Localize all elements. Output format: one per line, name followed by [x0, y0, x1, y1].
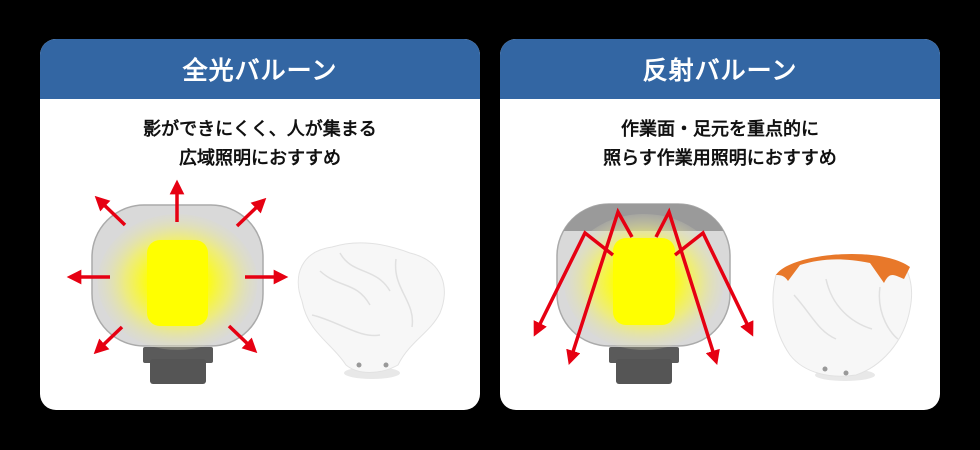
- all-light-balloon-card: 全光バルーン 影ができにくく、人が集まる 広域照明におすすめ: [40, 39, 480, 410]
- white-balloon-cover-photo-icon: [297, 242, 445, 379]
- reflective-balloon-card: 反射バルーン 作業面・足元を重点的に 照らす作業用照明におすすめ: [500, 39, 940, 410]
- description-line-1: 影ができにくく、人が集まる: [143, 119, 377, 140]
- omnidirectional-light-diagram-icon: [66, 179, 445, 384]
- card-title: 反射バルーン: [500, 39, 940, 99]
- card-description: 作業面・足元を重点的に 照らす作業用照明におすすめ: [500, 115, 940, 173]
- description-line-2: 広域照明におすすめ: [179, 148, 341, 169]
- description-line-1: 作業面・足元を重点的に: [621, 119, 819, 140]
- card-description: 影ができにくく、人が集まる 広域照明におすすめ: [40, 115, 480, 173]
- card-title: 全光バルーン: [40, 39, 480, 99]
- description-line-2: 照らす作業用照明におすすめ: [603, 148, 837, 169]
- orange-top-balloon-cover-photo-icon: [772, 253, 913, 381]
- reflective-light-diagram-icon: [533, 203, 913, 384]
